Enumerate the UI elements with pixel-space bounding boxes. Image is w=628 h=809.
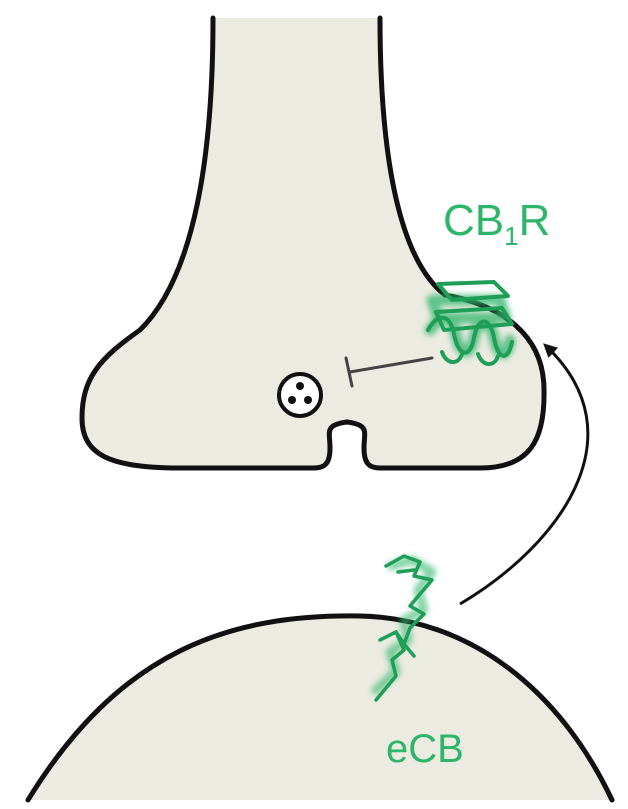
ecb-label: eCB: [386, 727, 464, 771]
synaptic-vesicle: [279, 374, 321, 416]
cb1r-label: CB1R: [443, 196, 550, 251]
postsynaptic-terminal: [28, 616, 612, 800]
